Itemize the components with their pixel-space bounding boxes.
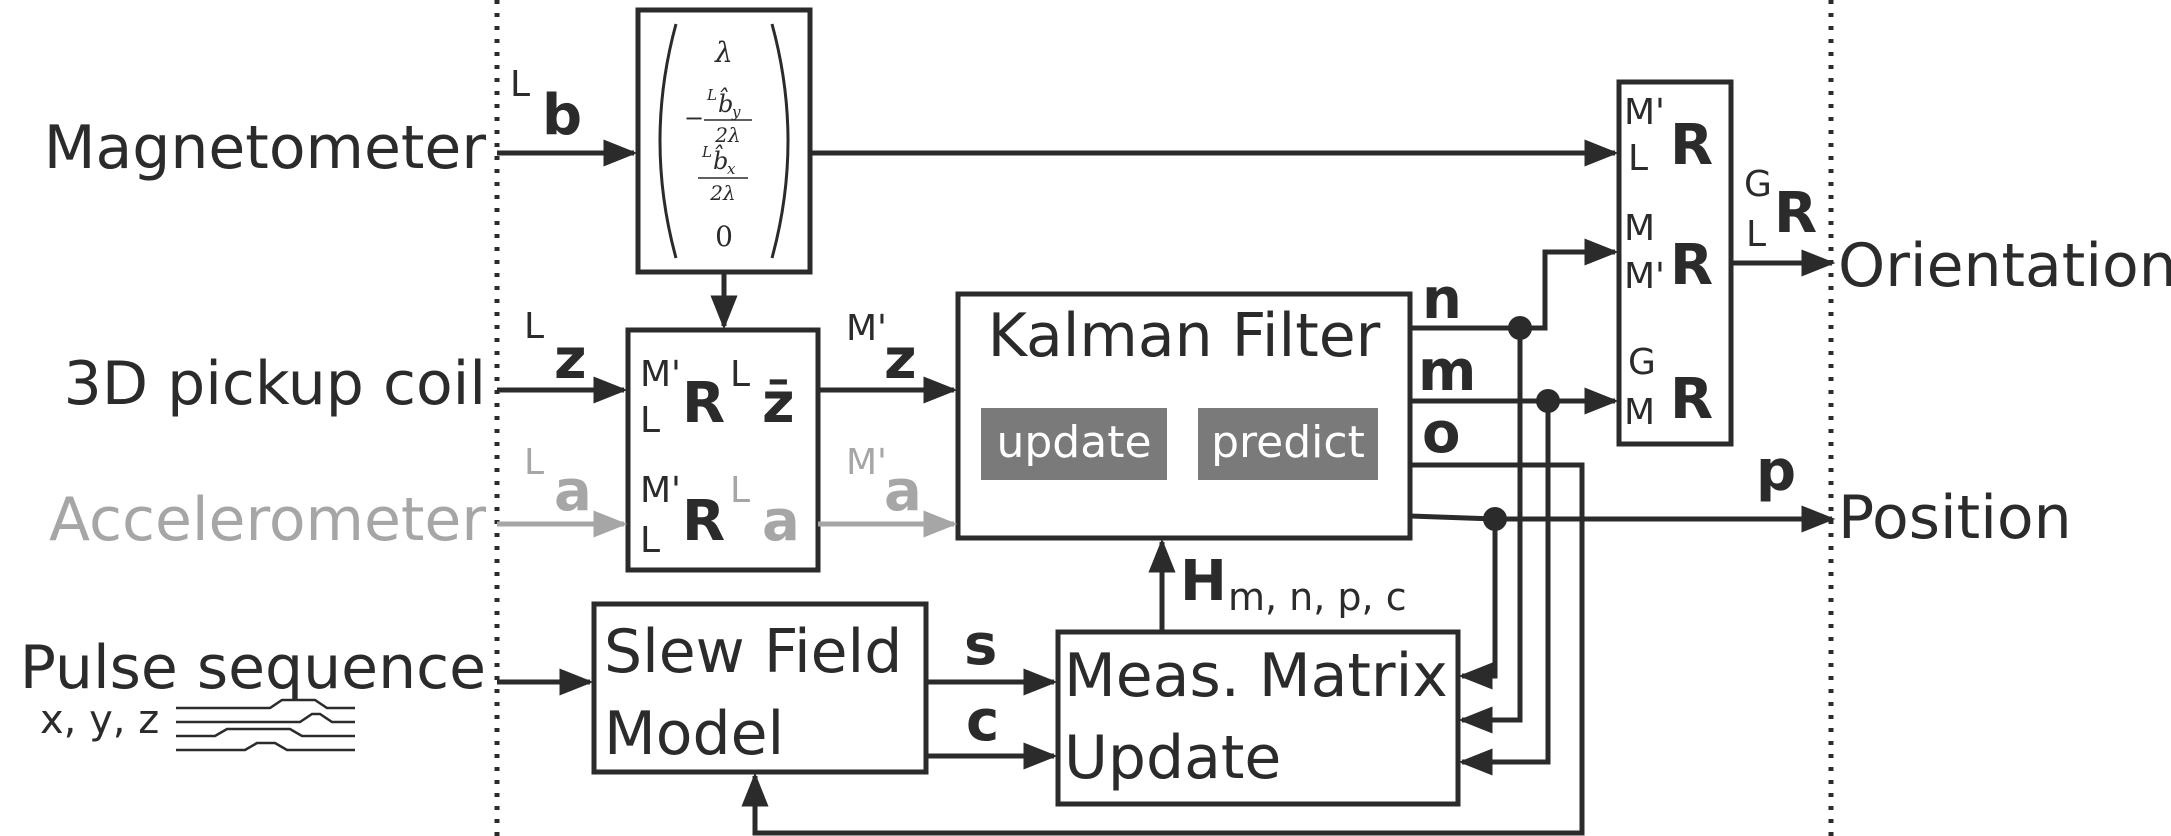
rotation-output-box bbox=[1616, 79, 1734, 447]
pulse-sequence-label: Pulse sequence bbox=[20, 633, 486, 703]
matrix-box bbox=[635, 7, 813, 275]
meas-matrix-line1: Meas. Matrix bbox=[1064, 641, 1448, 711]
signal-a-frame: L bbox=[524, 442, 544, 483]
rotation-GM-entry: G M R bbox=[1624, 342, 1713, 433]
signal-m: m bbox=[1418, 339, 1476, 404]
orientation-label: Orientation bbox=[1838, 231, 2171, 301]
rblock-r1-sub: L bbox=[1628, 138, 1648, 179]
slew-field-line2: Model bbox=[604, 699, 784, 769]
rotation-ML-entry: M' L R bbox=[1624, 92, 1713, 179]
signal-a-label: L a bbox=[524, 442, 592, 524]
slew-field-line1: Slew Field bbox=[604, 617, 902, 687]
rotation-box bbox=[625, 327, 821, 573]
rotation-z-expression: M' L R L z̄ bbox=[640, 354, 795, 441]
rotation-z-frame: L bbox=[730, 354, 750, 395]
rotation-R-1: R bbox=[682, 371, 725, 436]
signal-GR-sub: L bbox=[1746, 214, 1766, 255]
rblock-r3-R: R bbox=[1670, 367, 1713, 432]
signal-a-out-frame: M' bbox=[846, 442, 887, 483]
signal-z-label: L z bbox=[524, 306, 587, 392]
signal-GR-label: G L R bbox=[1744, 164, 1817, 255]
kalman-update-block bbox=[981, 408, 1167, 480]
signal-z-out-label: M' z bbox=[846, 308, 917, 392]
signal-z-frame: L bbox=[524, 306, 544, 347]
rotation-sub-1: L bbox=[640, 400, 660, 441]
rotation-a: a bbox=[762, 489, 800, 554]
magnetometer-label: Magnetometer bbox=[44, 113, 487, 183]
matrix-denominator-1: 2λ bbox=[714, 123, 740, 147]
line-n-to-meas bbox=[1458, 328, 1523, 734]
signal-b: b bbox=[542, 83, 582, 148]
rblock-r1-sup: M' bbox=[1624, 92, 1665, 133]
rblock-r2-R: R bbox=[1670, 233, 1713, 298]
signal-a-out: a bbox=[884, 459, 922, 524]
meas-matrix-line2: Update bbox=[1064, 723, 1281, 793]
kalman-predict-block bbox=[1198, 408, 1378, 480]
rotation-a-expression: M' L R L a bbox=[640, 470, 800, 561]
signal-a-out-label: M' a bbox=[846, 442, 922, 524]
pulse-axes-label: x, y, z bbox=[40, 697, 159, 743]
junction-n bbox=[1508, 316, 1532, 340]
signal-o: o bbox=[1422, 401, 1460, 466]
rblock-r3-sub: M bbox=[1624, 392, 1655, 433]
line-p-to-meas bbox=[1458, 519, 1498, 690]
line-n-to-rblock-M bbox=[1410, 238, 1619, 331]
signal-H-subscript: m, n, p, c bbox=[1228, 575, 1407, 619]
position-label: Position bbox=[1838, 483, 2072, 553]
rblock-r2-sub: M' bbox=[1624, 256, 1665, 297]
rblock-r2-sup: M bbox=[1624, 208, 1655, 249]
matrix-entry-lambda: λ bbox=[714, 36, 733, 69]
matrix-right-paren bbox=[770, 23, 790, 259]
junction-p bbox=[1483, 507, 1507, 531]
line-p-to-position bbox=[1409, 505, 1836, 533]
matrix-denominator-2: 2λ bbox=[709, 181, 735, 205]
junction-m bbox=[1536, 389, 1560, 413]
kalman-update-label: update bbox=[996, 417, 1151, 468]
signal-a: a bbox=[554, 459, 592, 524]
matrix-frame-bx: L bbox=[701, 143, 712, 161]
signal-b-label: L b bbox=[510, 64, 582, 148]
pickup-coil-label: 3D pickup coil bbox=[64, 349, 486, 419]
signal-z-out-frame: M' bbox=[846, 308, 887, 349]
matrix-minus-sign: − bbox=[684, 104, 704, 132]
signal-H-label: H m, n, p, c bbox=[1180, 549, 1407, 619]
matrix-frame-by: L bbox=[706, 86, 717, 104]
signal-z-out: z bbox=[884, 327, 917, 392]
matrix-left-paren bbox=[658, 23, 678, 259]
matrix-b-hat-x: b̂ bbox=[713, 144, 728, 175]
line-o-to-slew bbox=[741, 462, 1585, 836]
rotation-R-2: R bbox=[682, 489, 725, 554]
rotation-sup-2: M' bbox=[640, 470, 681, 511]
signal-H: H bbox=[1180, 549, 1227, 614]
rotation-MM-entry: M M' R bbox=[1624, 208, 1713, 298]
kalman-filter-title: Kalman Filter bbox=[988, 301, 1381, 371]
matrix-entries: λ − L b̂ y 2λ L b̂ x 2λ 0 bbox=[684, 36, 752, 253]
rblock-r3-sup: G bbox=[1628, 342, 1656, 383]
signal-c: c bbox=[966, 689, 999, 754]
connections bbox=[497, 139, 1836, 836]
rotation-sup-1: M' bbox=[640, 354, 681, 395]
rotation-a-frame: L bbox=[730, 470, 750, 511]
signal-GR-sup: G bbox=[1744, 164, 1772, 205]
signal-b-frame: L bbox=[510, 64, 530, 105]
kalman-predict-label: predict bbox=[1211, 417, 1365, 468]
pulse-waveform-icon bbox=[176, 698, 355, 752]
matrix-sub-x: x bbox=[727, 160, 736, 178]
matrix-b-hat-y: b̂ bbox=[718, 87, 733, 118]
rblock-r1-R: R bbox=[1670, 113, 1713, 178]
signal-n: n bbox=[1422, 267, 1462, 332]
slew-field-model-box bbox=[591, 601, 929, 775]
rotation-sub-2: L bbox=[640, 520, 660, 561]
matrix-entry-zero: 0 bbox=[715, 220, 733, 253]
accelerometer-label: Accelerometer bbox=[49, 485, 486, 555]
rotation-z-bar: z̄ bbox=[762, 371, 795, 436]
meas-matrix-update-box bbox=[1055, 629, 1461, 807]
signal-z: z bbox=[554, 327, 587, 392]
signal-s: s bbox=[964, 613, 997, 678]
line-m-to-meas bbox=[1458, 401, 1551, 776]
signal-p: p bbox=[1756, 439, 1796, 504]
signal-GR: R bbox=[1774, 181, 1817, 246]
matrix-sub-y: y bbox=[731, 103, 741, 121]
